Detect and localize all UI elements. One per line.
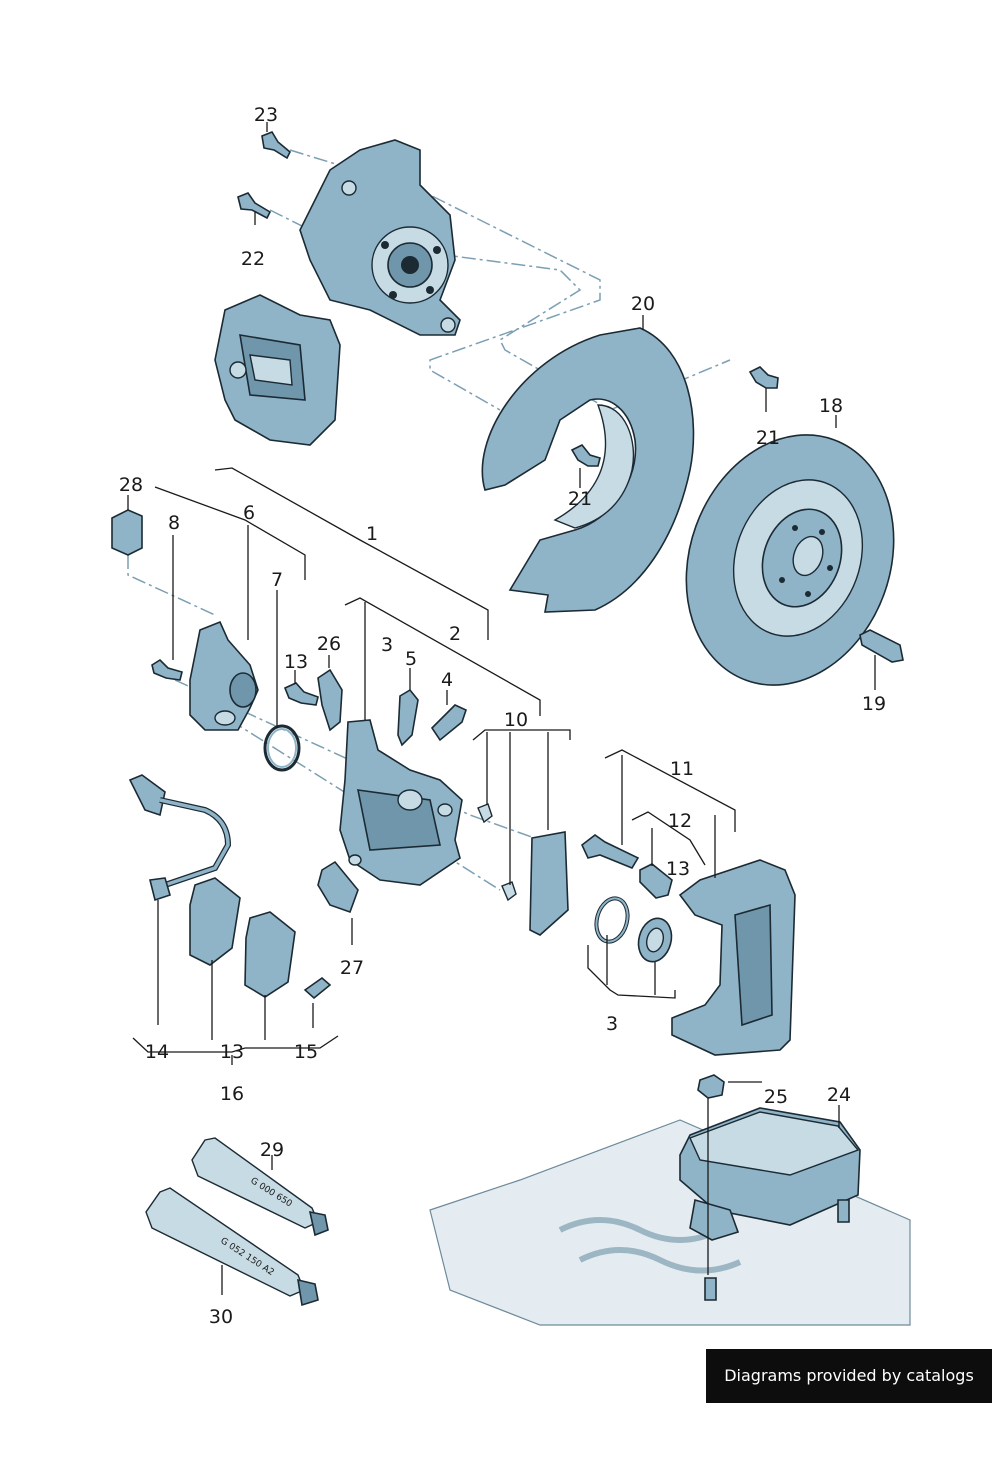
o-ring-7	[263, 724, 301, 772]
label-28: 28	[119, 474, 143, 496]
bolt-13-left	[283, 682, 319, 706]
leader-lines	[127, 122, 876, 1295]
label-30: 30	[209, 1306, 233, 1328]
part-number-labels: 23 22 20 18 21 21 19 28 8 6 1 7 2 26 3 1…	[119, 104, 886, 1328]
label-23: 23	[254, 104, 278, 126]
piston-seal	[637, 917, 673, 963]
clip-10-b	[501, 881, 517, 902]
label-15: 15	[294, 1041, 318, 1063]
exploded-parts-diagram: G 000 650 G 052 150 A2	[111, 104, 911, 1328]
retaining-clip-26	[317, 668, 343, 732]
clip-10-a	[477, 803, 493, 824]
label-25: 25	[764, 1086, 788, 1108]
label-6: 6	[243, 502, 255, 524]
label-24: 24	[827, 1084, 851, 1106]
label-3-upper: 3	[381, 634, 393, 656]
brake-dust-shield	[481, 327, 695, 613]
seal-ring	[594, 896, 630, 944]
label-22: 22	[241, 248, 265, 270]
label-14: 14	[145, 1041, 169, 1063]
label-27: 27	[340, 957, 364, 979]
label-1: 1	[366, 523, 378, 545]
parking-brake-caliper	[214, 294, 341, 446]
label-3-lower: 3	[606, 1013, 618, 1035]
stud-bolts	[704, 1199, 850, 1301]
bolt-22	[237, 192, 272, 220]
screw-19	[859, 629, 904, 663]
clip-15-small	[303, 976, 332, 1000]
label-13-upper: 13	[284, 651, 308, 673]
brake-caliper	[339, 719, 463, 886]
label-26: 26	[317, 633, 341, 655]
label-20: 20	[631, 293, 655, 315]
label-19: 19	[862, 693, 886, 715]
label-10: 10	[504, 709, 528, 731]
brake-disc	[685, 434, 895, 686]
label-13-right: 13	[666, 858, 690, 880]
bolt-21-upper	[748, 366, 779, 389]
wheel-bearing-housing	[299, 139, 461, 336]
label-11: 11	[670, 758, 694, 780]
brake-pad-15	[244, 911, 296, 998]
control-unit	[679, 1107, 861, 1241]
bolt-23	[261, 131, 291, 160]
nut-25	[697, 1074, 725, 1099]
label-8: 8	[168, 512, 180, 534]
label-21-lower: 21	[568, 488, 592, 510]
wear-sensor-28	[111, 509, 143, 556]
brake-pad-plate	[529, 831, 569, 936]
bleeder-valve-4	[430, 704, 467, 742]
bolt-8	[151, 658, 183, 681]
label-5: 5	[405, 648, 417, 670]
guide-pin-5	[397, 688, 419, 747]
label-12: 12	[668, 810, 692, 832]
brake-pad-13	[189, 877, 241, 966]
caliper-bracket	[671, 859, 796, 1056]
wear-sensor-cable-14	[128, 774, 232, 902]
label-4: 4	[441, 669, 453, 691]
clip-27	[317, 860, 359, 914]
servo-motor-6	[189, 620, 259, 731]
label-13-lower: 13	[220, 1041, 244, 1063]
label-18: 18	[819, 395, 843, 417]
footer-credit: Diagrams provided by catalogs parts	[706, 1349, 992, 1439]
label-16: 16	[220, 1083, 244, 1105]
label-29: 29	[260, 1139, 284, 1161]
guide-bolt-11	[581, 834, 640, 869]
label-2: 2	[449, 623, 461, 645]
bolt-21-lower	[570, 443, 601, 467]
label-7: 7	[271, 569, 283, 591]
label-21-upper: 21	[756, 427, 780, 449]
